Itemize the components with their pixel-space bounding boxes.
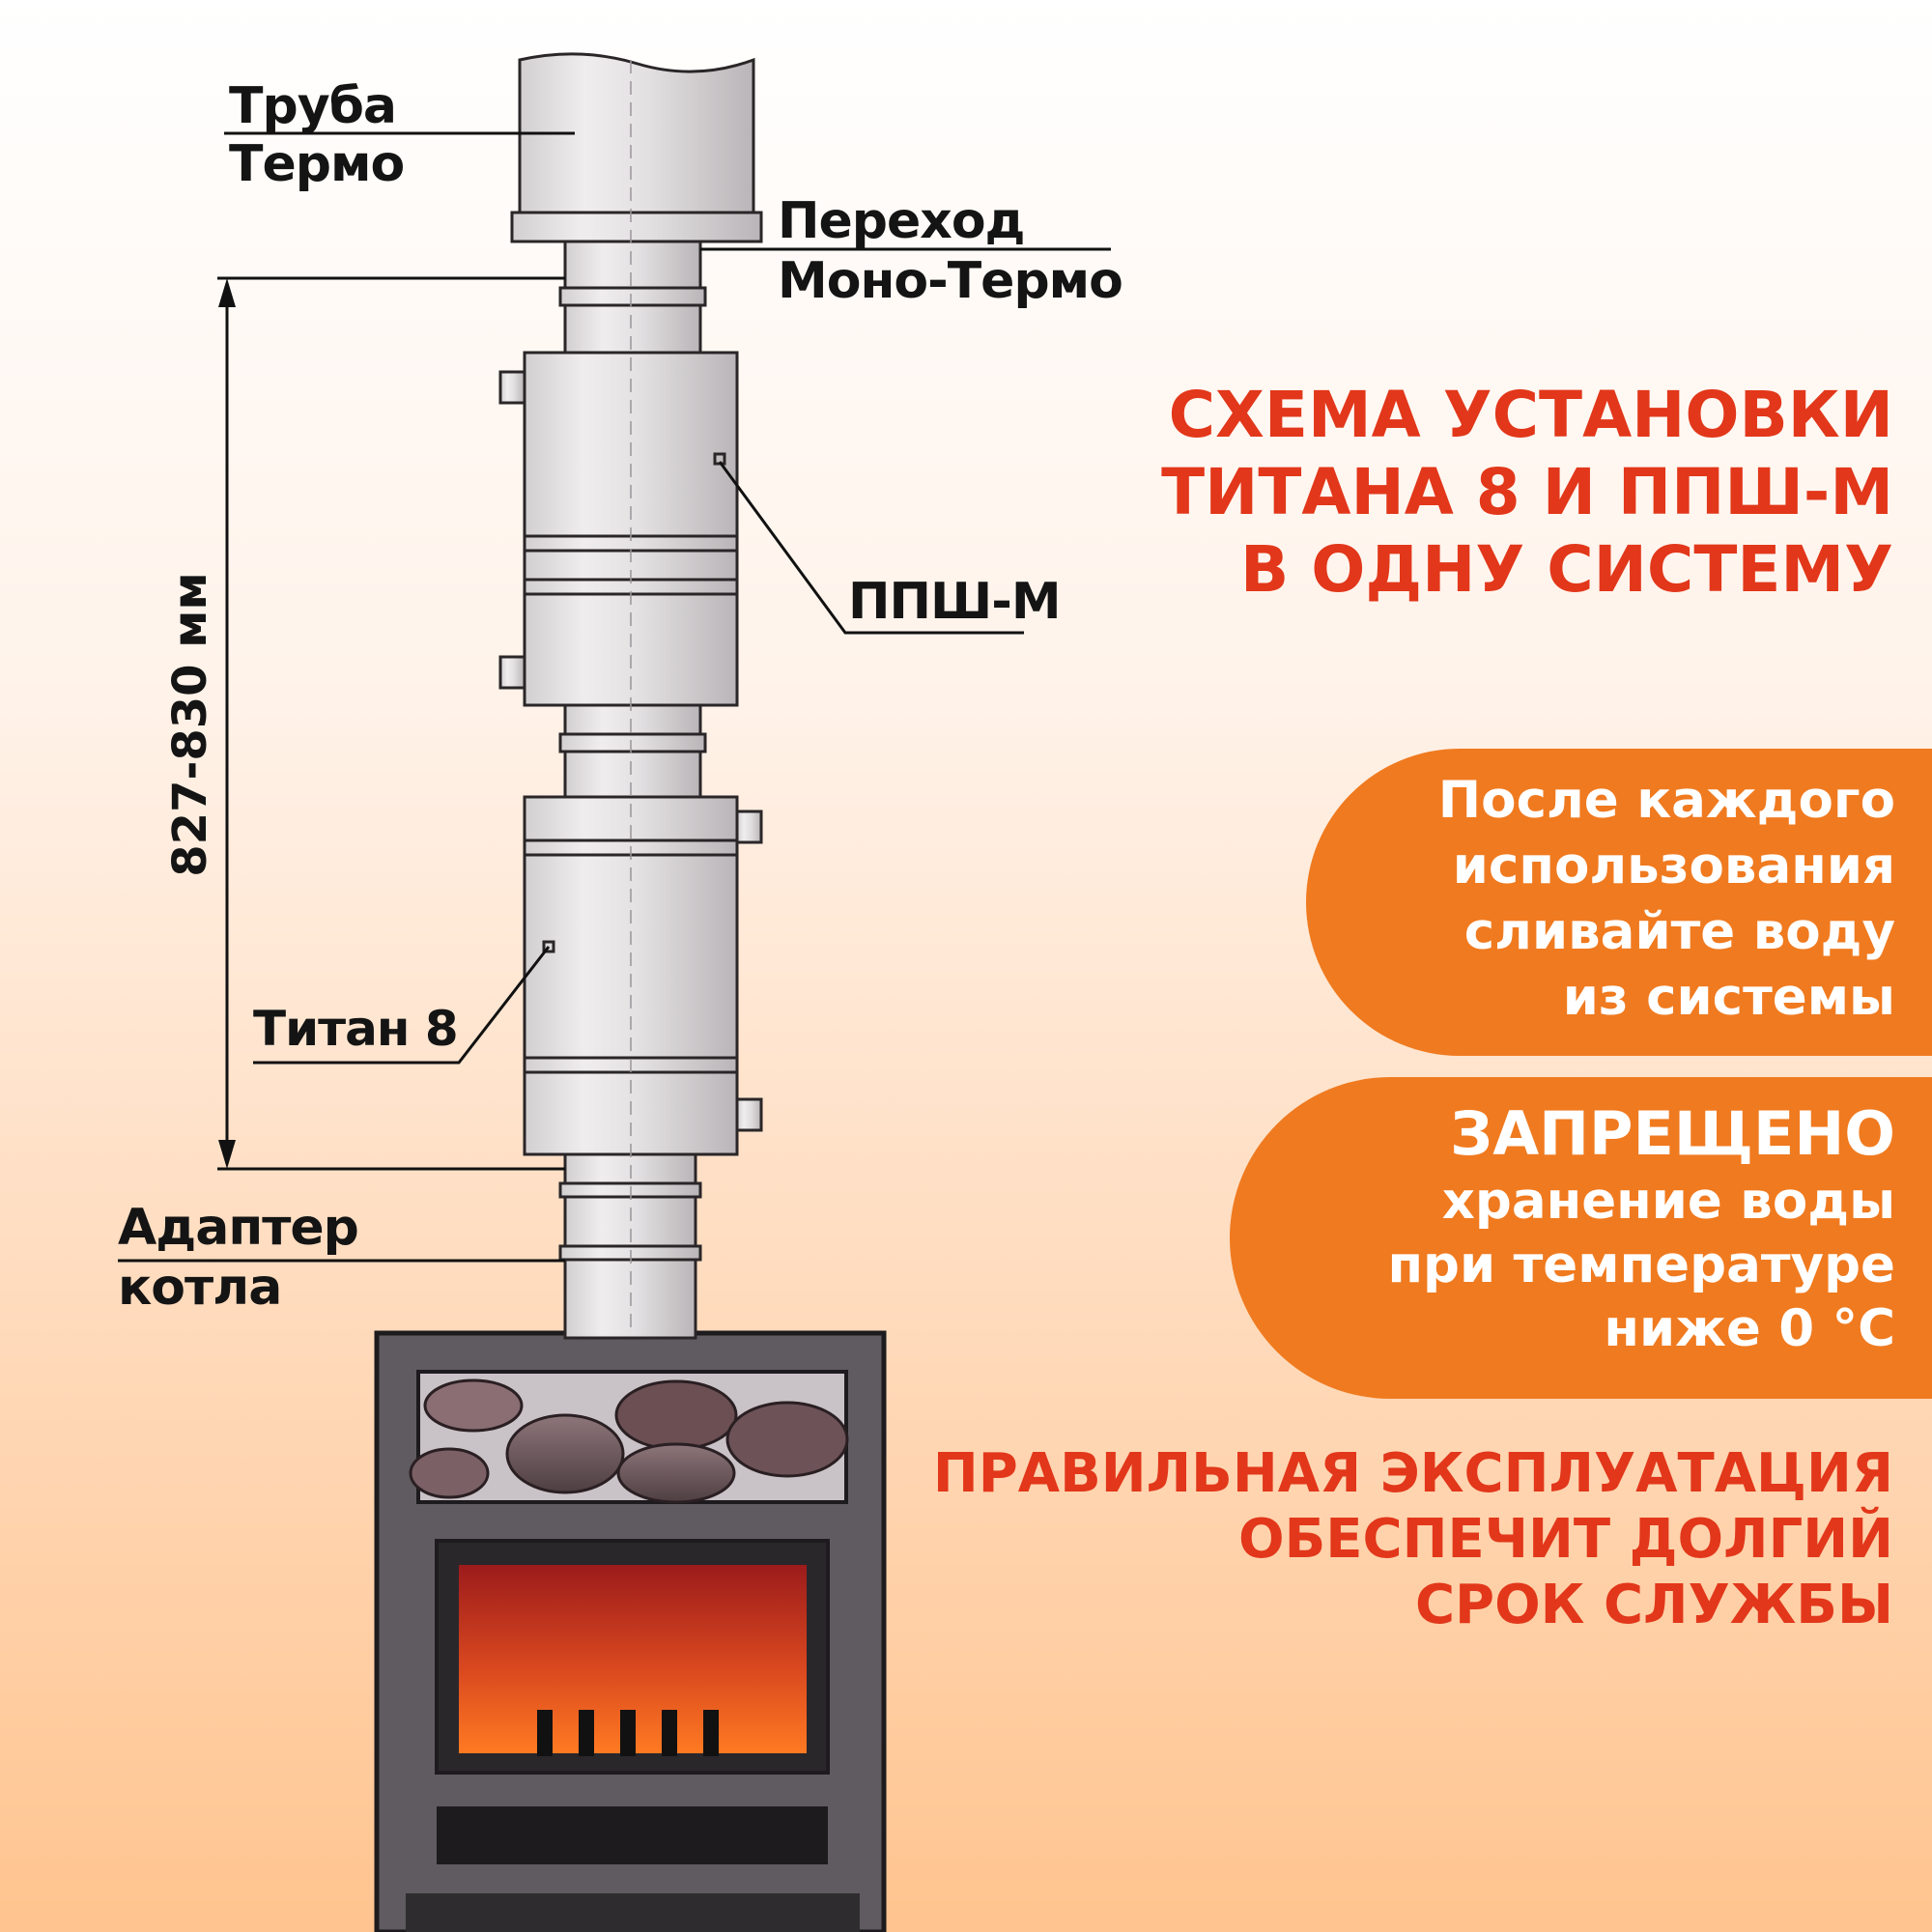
label-ppsh: ППШ-М	[848, 573, 1062, 631]
label-titan: Титан 8	[253, 1001, 459, 1057]
titan-fitting-bottom	[735, 1097, 763, 1132]
titan-fitting-top	[735, 810, 763, 844]
label-transition: Переход Моно-Термо	[778, 192, 1123, 310]
chimney-stack	[498, 52, 763, 1340]
dimension-label: 827-830 мм	[163, 572, 217, 877]
freezing-warning-callout: ЗАПРЕЩЕНО хранение воды при температуре …	[1230, 1077, 1932, 1399]
stove	[374, 1330, 887, 1932]
page-title: СХЕМА УСТАНОВКИ ТИТАНА 8 И ППШ-М В ОДНУ …	[1161, 378, 1893, 607]
grate	[537, 1710, 719, 1756]
label-adapter: Адаптер котла	[118, 1199, 359, 1317]
drain-water-callout: После каждого использования сливайте вод…	[1306, 749, 1932, 1056]
sauna-stones	[409, 1378, 849, 1504]
ash-drawer	[437, 1806, 828, 1864]
ppsh-fitting-bottom	[498, 655, 526, 690]
leader-lines	[118, 131, 1111, 1263]
dimension-line	[217, 276, 565, 1171]
service-life-note: ПРАВИЛЬНАЯ ЭКСПЛУАТАЦИЯ ОБЕСПЕЧИТ ДОЛГИЙ…	[932, 1442, 1893, 1636]
label-thermo-pipe: Труба Термо	[229, 77, 405, 193]
ppsh-fitting-top	[498, 370, 526, 405]
thermo-pipe	[518, 52, 755, 222]
